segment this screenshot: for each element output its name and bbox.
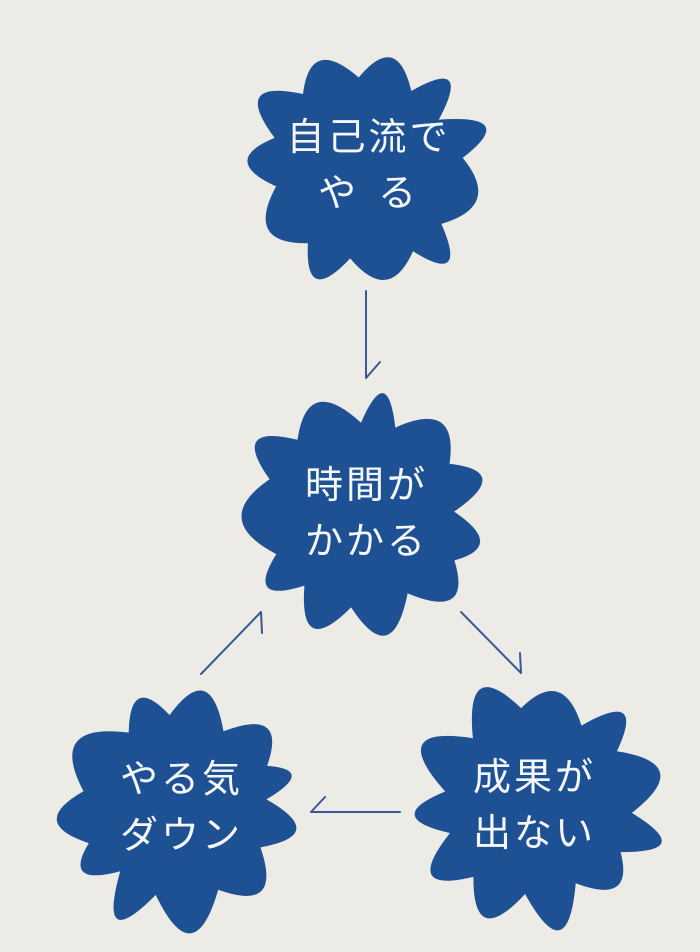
arrow-self-taught-to-takes-time <box>365 290 381 379</box>
arrow-takes-time-to-no-results <box>460 611 522 674</box>
node-blob-self-taught <box>247 57 487 281</box>
arrow-motivation-down-to-takes-time <box>200 611 263 675</box>
node-blob-motivation-down <box>56 690 297 934</box>
node-blob-takes-time <box>241 393 483 636</box>
node-blob-no-results <box>414 687 662 931</box>
arrow-no-results-to-motivation-down <box>310 796 401 813</box>
